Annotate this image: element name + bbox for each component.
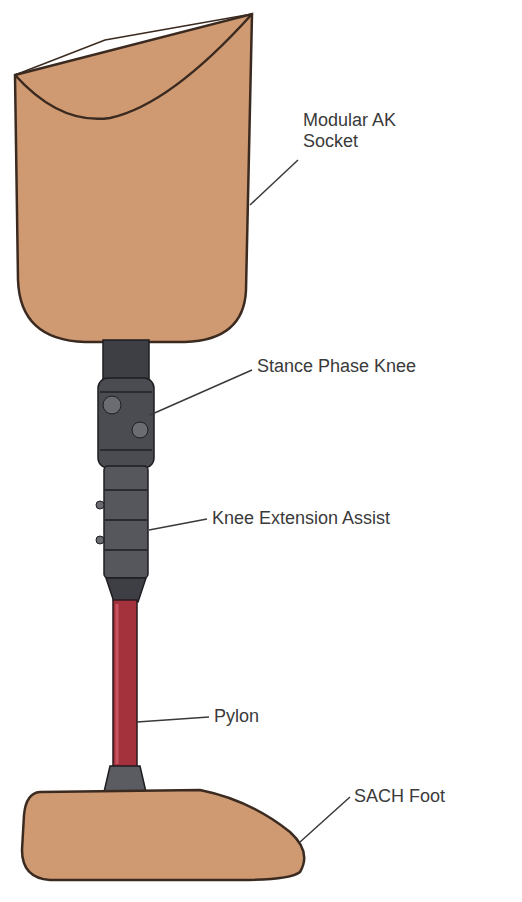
knee-bolt [132,422,148,438]
assist-screw [96,501,104,509]
leader-line [137,717,209,722]
stance-phase-knee-part [98,378,154,468]
pylon-clamp [106,578,146,602]
knee-extension-assist-part [104,466,148,578]
leader-line [300,797,350,842]
knee-axle [103,396,121,414]
socket [15,14,252,342]
knee-unit [96,340,154,602]
socket-rim [15,14,252,119]
pylon-tube [113,600,137,768]
part-label: SACH Foot [354,786,445,807]
part-label: Pylon [214,706,259,727]
part-label: Modular AK Socket [303,110,433,152]
socket-adapter [103,340,149,380]
sach-foot-part [22,790,304,880]
part-label: Knee Extension Assist [212,508,390,529]
knee-band [100,392,152,450]
foot-adapter [104,766,146,792]
assist-band [104,490,148,550]
part-label: Stance Phase Knee [257,356,416,377]
leader-line [149,519,207,530]
leader-line [250,160,298,205]
leader-line [150,370,252,415]
socket-body [15,14,252,342]
socket-brim [15,14,252,75]
assist-screw [96,536,104,544]
leader-lines [137,160,350,842]
pylon-highlight [116,604,119,764]
